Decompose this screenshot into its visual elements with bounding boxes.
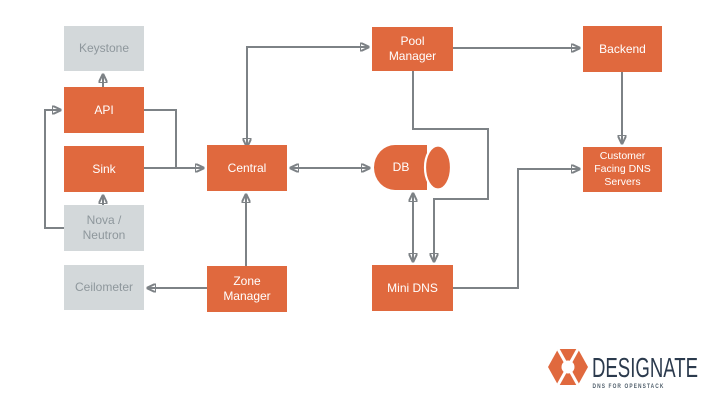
node-mini-dns: Mini DNS	[372, 265, 453, 311]
designate-logo: DESIGNATE DNS FOR OPENSTACK	[548, 348, 698, 390]
designate-logo-tagline: DNS FOR OPENSTACK	[593, 383, 665, 390]
node-customer-facing-dns-servers: Customer Facing DNS Servers	[583, 147, 662, 192]
node-backend: Backend	[583, 26, 662, 72]
edge-nova-neutron-api	[44, 110, 64, 229]
node-central: Central	[207, 145, 287, 191]
designate-logo-text: DESIGNATE	[592, 352, 698, 383]
edge-central-pool-manager	[247, 47, 369, 147]
node-zone-manager: Zone Manager	[207, 266, 287, 312]
node-keystone-label: Keystone	[78, 41, 130, 55]
node-nova-neutron: Nova / Neutron	[64, 205, 144, 251]
edge-mini-dns-customer-dns	[453, 169, 580, 289]
node-pool-manager-label: Pool Manager	[388, 34, 437, 63]
node-customer-facing-dns-servers-label: Customer Facing DNS Servers	[594, 150, 651, 188]
node-mini-dns-label: Mini DNS	[387, 280, 438, 295]
node-ceilometer-label: Ceilometer	[74, 280, 134, 294]
node-central-label: Central	[227, 160, 267, 175]
node-db-label: DB	[392, 160, 410, 174]
node-api-label: API	[94, 102, 114, 117]
node-keystone: Keystone	[64, 26, 144, 71]
edge-pool-manager-mini-dns	[412, 71, 489, 262]
database-cylinder-icon	[374, 145, 452, 190]
designate-hexagon-icon	[548, 348, 588, 386]
node-backend-label: Backend	[599, 41, 646, 56]
node-sink: Sink	[64, 146, 144, 192]
node-api: API	[64, 87, 144, 133]
edge-api-central-join	[144, 109, 177, 168]
node-pool-manager: Pool Manager	[372, 27, 453, 71]
node-zone-manager-label: Zone Manager	[223, 274, 271, 303]
node-nova-neutron-label: Nova / Neutron	[82, 213, 126, 242]
node-ceilometer: Ceilometer	[64, 265, 144, 310]
node-sink-label: Sink	[92, 161, 116, 176]
node-db: DB	[373, 145, 452, 190]
